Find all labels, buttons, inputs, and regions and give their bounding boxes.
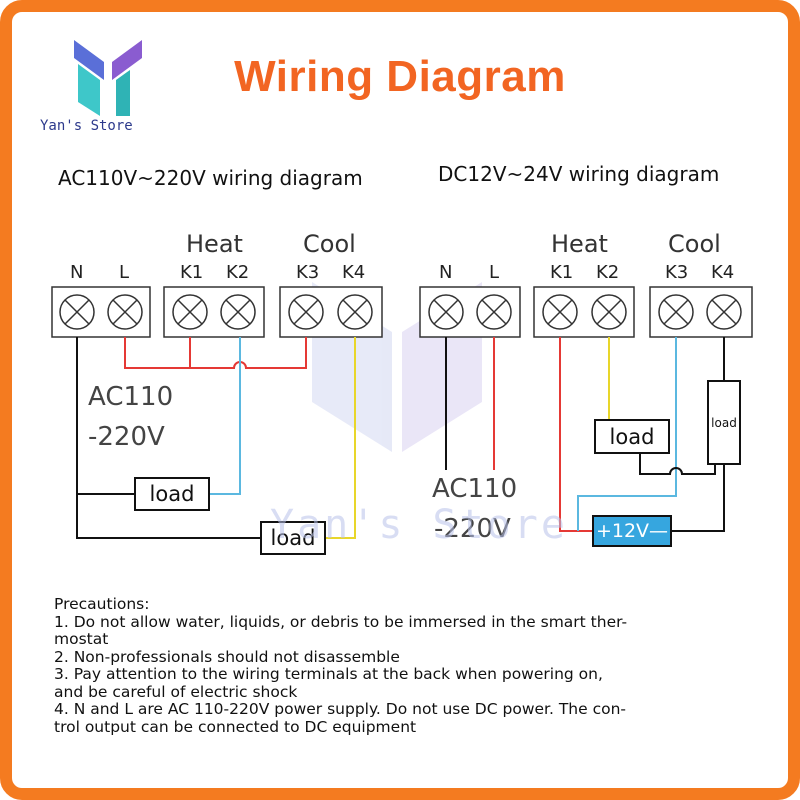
dc-terminal-n: N — [439, 262, 453, 283]
precaution-line: trol output can be connected to DC equip… — [54, 717, 417, 736]
precaution-line: 2. Non-professionals should not disassem… — [54, 647, 400, 666]
ac-terminal-k3: K3 — [296, 262, 320, 283]
dc-wire-red — [559, 337, 592, 532]
precaution-line: 4. N and L are AC 110-220V power supply.… — [54, 700, 627, 718]
ac-screw-k4-icon — [337, 294, 373, 330]
dc-wire-blue — [577, 337, 677, 531]
dc-terminal-k1: K1 — [550, 262, 574, 283]
dc-terminal-k2: K2 — [596, 262, 620, 283]
dc-screw-k2-icon — [591, 294, 627, 330]
ac-heat-load: load — [134, 477, 210, 511]
dc-terminal-l: L — [489, 262, 500, 283]
precaution-line: 3. Pay attention to the wiring terminals… — [54, 665, 603, 683]
ac-screw-k1-icon — [172, 294, 208, 330]
ac-diagram-heading: AC110V~220V wiring diagram — [58, 166, 363, 190]
dc-screw-n-icon — [428, 294, 464, 330]
ac-wire-yellow — [326, 337, 356, 539]
dc-terminal-k4: K4 — [711, 262, 735, 283]
dc-terminal-k3: K3 — [665, 262, 689, 283]
precaution-line: 1. Do not allow water, liquids, or debri… — [54, 612, 628, 631]
logo-graphic — [74, 40, 142, 116]
ac-terminal-l: L — [119, 262, 130, 283]
dc-screw-l-icon — [476, 294, 512, 330]
dc-wire-return-black — [639, 454, 716, 475]
dc-diagram-heading: DC12V~24V wiring diagram — [438, 162, 720, 186]
ac-screw-l-icon — [107, 294, 143, 330]
ac-wire-blue — [210, 337, 241, 495]
dc-wire-battery-black — [672, 465, 725, 532]
dc-battery: +12V— — [592, 515, 672, 547]
ac-cool-label: Cool — [303, 230, 356, 258]
dc-cool-label: Cool — [668, 230, 721, 258]
ac-terminal-k2: K2 — [226, 262, 250, 283]
ac-terminal-k4: K4 — [342, 262, 366, 283]
ac-supply-label-1: AC110 — [88, 382, 174, 412]
dc-screw-k1-icon — [542, 294, 578, 330]
brand-logo-icon — [74, 40, 142, 116]
dc-screw-k3-icon — [658, 294, 694, 330]
dc-supply-label-1: AC110 — [432, 474, 518, 504]
precaution-line: mostat — [54, 630, 109, 648]
ac-wire-red — [124, 337, 307, 369]
ac-screw-k3-icon — [288, 294, 324, 330]
dc-screw-k4-icon — [706, 294, 742, 330]
dc-heat-load: load — [594, 419, 670, 454]
ac-terminal-n: N — [70, 262, 84, 283]
page-title: Wiring Diagram — [234, 52, 566, 101]
ac-screw-k2-icon — [220, 294, 256, 330]
ac-screw-n-icon — [59, 294, 95, 330]
ac-wire-black — [76, 337, 260, 539]
ac-terminal-k1: K1 — [180, 262, 204, 283]
dc-supply-label-2: -220V — [434, 514, 511, 544]
precautions-list: Precautions: 1. Do not allow water, liqu… — [54, 595, 754, 736]
ac-heat-label: Heat — [186, 230, 243, 258]
precaution-line: and be careful of electric shock — [54, 682, 298, 701]
precautions-heading: Precautions: — [54, 595, 150, 613]
dc-heat-label: Heat — [551, 230, 608, 258]
wiring-graphic — [51, 282, 753, 539]
dc-cool-load: load — [707, 380, 741, 465]
ac-cool-load: load — [260, 521, 326, 555]
watermark-text: Yan's Store — [270, 502, 568, 548]
ac-supply-label-2: -220V — [88, 422, 165, 452]
brand-name: Yan's Store — [40, 118, 133, 134]
